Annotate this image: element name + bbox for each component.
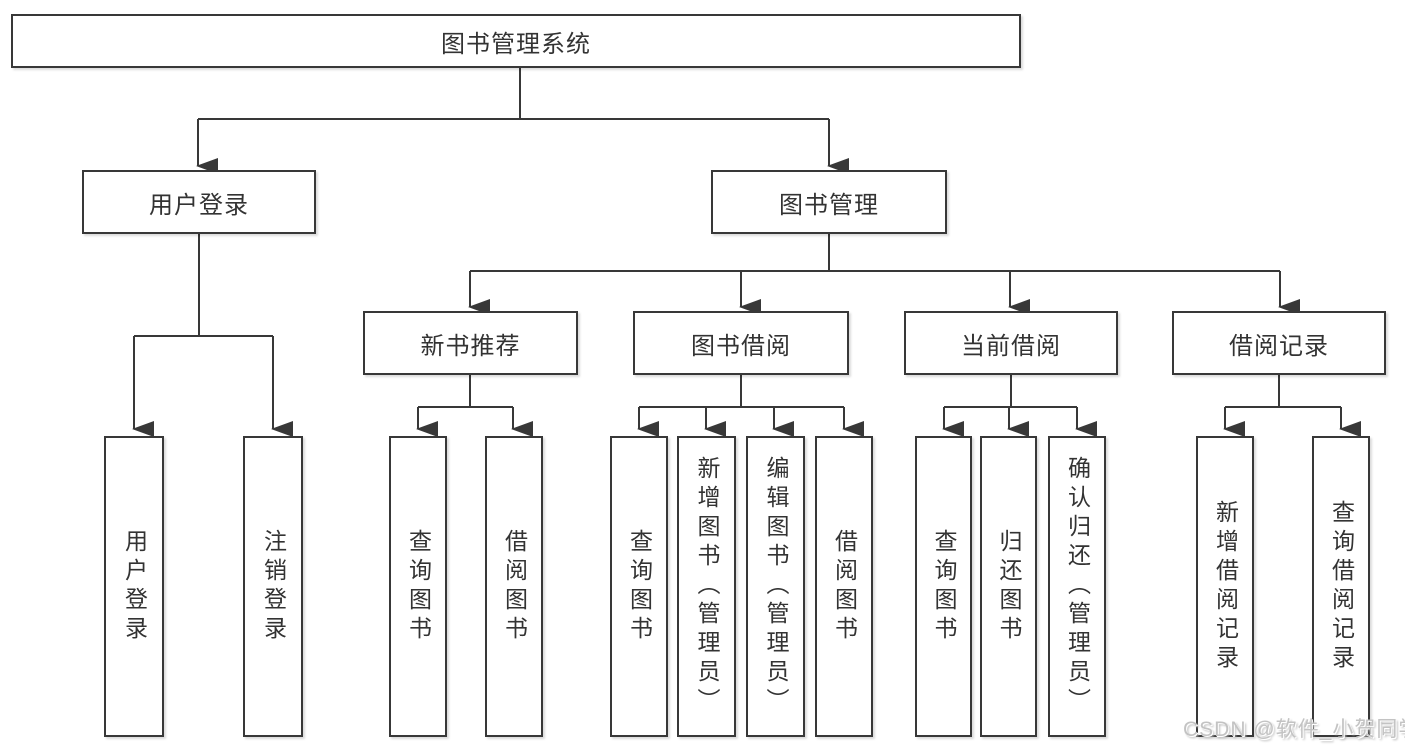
node-current-borrowing: 当前借阅 [904, 311, 1118, 375]
leaf-borrowing-borrow-books: 借阅图书 [815, 436, 873, 737]
node-label: 确认归还（管理员） [1064, 456, 1091, 717]
leaf-recommend-query-books: 查询图书 [389, 436, 447, 737]
csdn-watermark: CSDN @软件_小贺同学 [1183, 718, 1405, 741]
node-label: 归还图书 [996, 528, 1022, 645]
node-label: 查询图书 [626, 528, 653, 645]
leaf-records-query-borrow-record: 查询借阅记录 [1312, 436, 1370, 737]
node-label: 查询图书 [405, 528, 432, 645]
node-new-book-recommend: 新书推荐 [363, 311, 578, 375]
node-label: 借阅记录 [1229, 332, 1329, 360]
node-label: 新书推荐 [420, 332, 521, 360]
leaf-borrowing-add-books-admin: 新增图书（管理员） [677, 436, 736, 737]
node-label: 图书借阅 [691, 332, 791, 360]
leaf-current-return-books: 归还图书 [980, 436, 1037, 737]
node-label: 编辑图书（管理员） [763, 456, 789, 717]
leaf-user-login: 用户登录 [104, 436, 164, 737]
node-label: 借阅图书 [501, 528, 528, 645]
node-label: 借阅图书 [831, 528, 858, 645]
node-label: 新增图书（管理员） [694, 456, 720, 717]
node-label: 图书管理 [779, 191, 879, 219]
node-label: 当前借阅 [961, 332, 1061, 360]
leaf-current-query-books: 查询图书 [915, 436, 972, 737]
node-label: 图书管理系统 [441, 30, 591, 58]
leaf-records-add-borrow-record: 新增借阅记录 [1196, 436, 1254, 737]
node-user-login: 用户登录 [82, 170, 316, 234]
node-label: 新增借阅记录 [1212, 499, 1239, 674]
leaf-borrowing-query-books: 查询图书 [610, 436, 668, 737]
node-label: 用户登录 [149, 191, 249, 219]
leaf-recommend-borrow-books: 借阅图书 [485, 436, 543, 737]
leaf-current-confirm-return-admin: 确认归还（管理员） [1048, 436, 1106, 737]
node-label: 用户登录 [121, 528, 148, 645]
node-label: 查询图书 [931, 528, 957, 645]
node-label: 注销登录 [260, 528, 287, 645]
node-label: 查询借阅记录 [1328, 499, 1355, 674]
node-root: 图书管理系统 [11, 14, 1021, 68]
node-book-management: 图书管理 [711, 170, 947, 234]
leaf-borrowing-edit-books-admin: 编辑图书（管理员） [746, 436, 805, 737]
leaf-logout: 注销登录 [243, 436, 303, 737]
node-borrowing-records: 借阅记录 [1172, 311, 1386, 375]
node-book-borrowing: 图书借阅 [633, 311, 849, 375]
